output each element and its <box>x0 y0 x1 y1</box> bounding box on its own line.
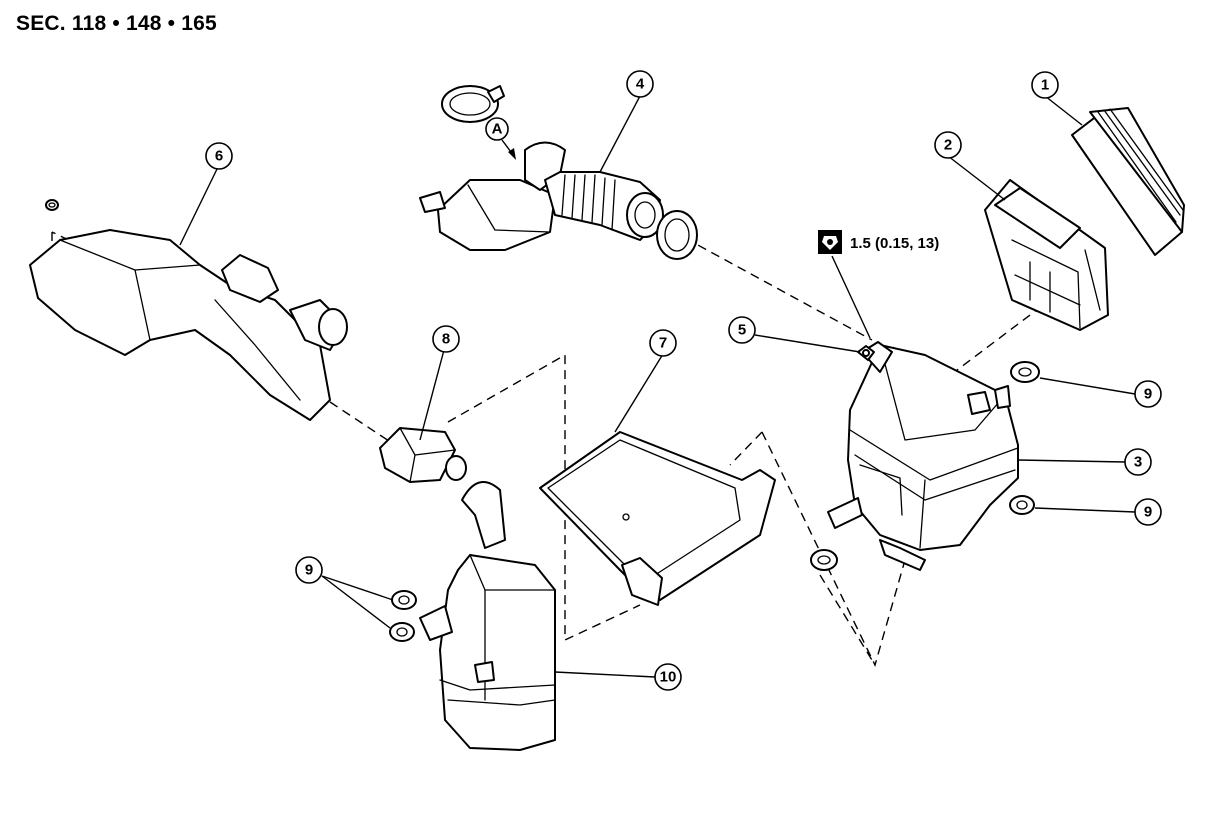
duct-connector <box>379 427 467 483</box>
svg-text:1: 1 <box>1041 77 1049 94</box>
torque-value: 1.5 (0.15, 13) <box>850 235 939 252</box>
svg-text:5: 5 <box>738 322 746 339</box>
svg-text:7: 7 <box>659 335 667 352</box>
svg-text:4: 4 <box>636 76 645 93</box>
bolt <box>857 345 875 361</box>
callout-8: 8 <box>432 325 460 353</box>
callout-3: 3 <box>1124 448 1152 476</box>
air-filter-element <box>1071 107 1185 256</box>
svg-text:10: 10 <box>660 669 677 686</box>
svg-text:9: 9 <box>1144 386 1152 403</box>
callout-4: 4 <box>626 70 654 98</box>
callout-7: 7 <box>649 329 677 357</box>
air-cleaner-case <box>827 341 1019 571</box>
torque-spec: 1.5 (0.15, 13) <box>818 230 939 339</box>
resonator-bracket <box>539 431 776 606</box>
callout-9-upper: 9 <box>1134 380 1162 408</box>
air-cleaner-cover <box>984 179 1109 331</box>
svg-text:2: 2 <box>944 137 952 154</box>
svg-text:8: 8 <box>442 331 450 348</box>
callout-leaders <box>179 95 1136 678</box>
svg-text:6: 6 <box>215 148 223 165</box>
callout-5: 5 <box>728 316 756 344</box>
resonator <box>419 481 556 751</box>
air-duct <box>419 85 698 260</box>
svg-text:9: 9 <box>305 562 313 579</box>
svg-text:9: 9 <box>1144 504 1152 521</box>
callout-10: 10 <box>654 663 682 691</box>
view-marker-label: A <box>492 121 503 138</box>
callout-6: 6 <box>205 142 233 170</box>
callout-2: 2 <box>934 131 962 159</box>
inlet-air-duct <box>29 199 348 421</box>
callout-9-left: 9 <box>295 556 323 584</box>
section-title: SEC. 118 • 148 • 165 <box>16 12 217 35</box>
svg-text:3: 3 <box>1134 454 1142 471</box>
callout-9-lower: 9 <box>1134 498 1162 526</box>
grommets <box>389 361 1040 642</box>
view-marker-a: A <box>485 117 516 160</box>
callout-1: 1 <box>1031 71 1059 99</box>
